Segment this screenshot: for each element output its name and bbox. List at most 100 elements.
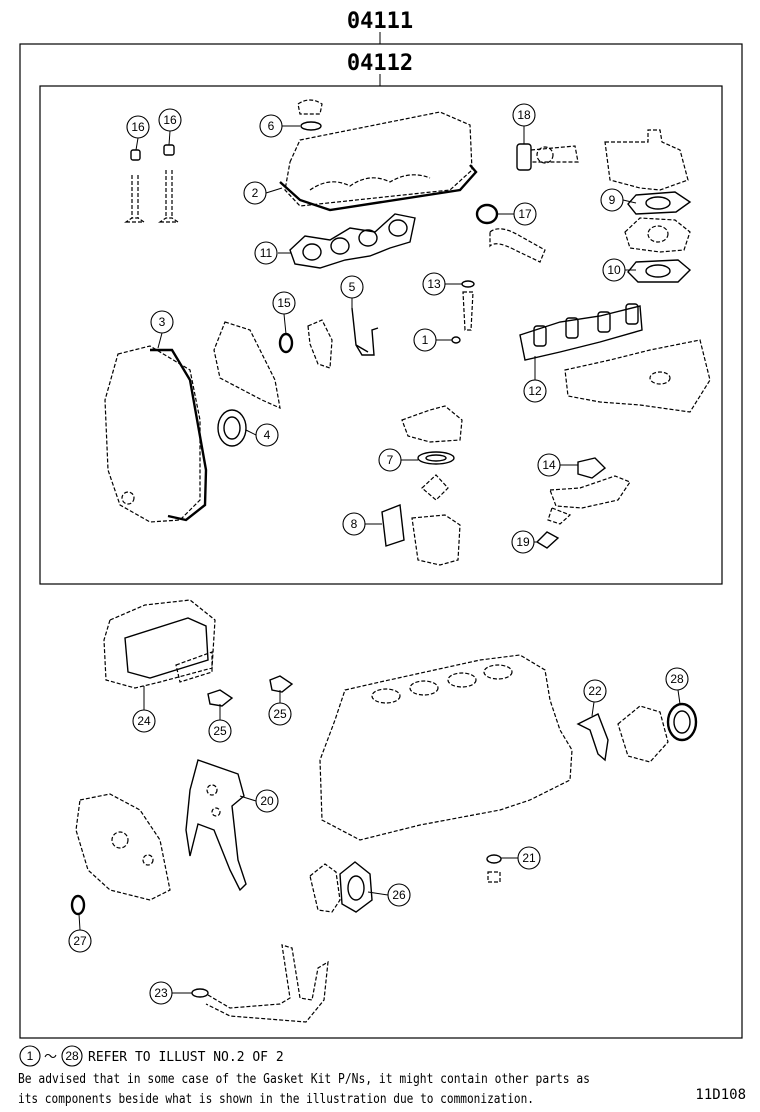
- refer-note: REFER TO ILLUST NO.2 OF 2: [88, 1050, 284, 1065]
- callout-27: 27: [68, 929, 92, 953]
- svg-text:19: 19: [516, 535, 530, 549]
- injector-part: [451, 280, 475, 344]
- camshaft-seal-part: [70, 894, 86, 916]
- cylinder-block-part: [319, 654, 573, 841]
- callout-23: 23: [149, 981, 173, 1005]
- timing-case-gasket-part: [185, 759, 247, 892]
- svg-text:28: 28: [670, 672, 684, 686]
- callout-14: 14: [537, 453, 561, 477]
- callout-20: 20: [255, 789, 279, 813]
- oil-filler-cap-part: [297, 99, 323, 131]
- callout-18: 18: [512, 103, 536, 127]
- callout-26: 26: [387, 883, 411, 907]
- callout-3: 3: [150, 310, 174, 334]
- svg-text:9: 9: [609, 193, 616, 207]
- rear-oil-seal-retainer-part: [576, 702, 698, 763]
- callout-17: 17: [513, 202, 537, 226]
- thermostat-housing-part: [381, 504, 461, 566]
- oil-strainer-pipe-part: [191, 944, 329, 1023]
- water-pump-part: [401, 405, 463, 501]
- svg-text:18: 18: [517, 108, 531, 122]
- footer-note: 1 ～ 28 REFER TO ILLUST NO.2 OF 2 Be advi…: [18, 1045, 746, 1107]
- drain-plug-part: [486, 854, 502, 883]
- callout-28: 28: [665, 667, 689, 691]
- advisory-line-1: Be advised that in some case of the Gask…: [18, 1072, 590, 1087]
- callout-22: 22: [583, 679, 607, 703]
- callout-25b: 25: [268, 702, 292, 726]
- timing-cover-plate-part: [213, 319, 333, 410]
- svg-text:23: 23: [154, 986, 168, 1000]
- svg-text:16: 16: [131, 120, 145, 134]
- egr-pipe-part: [516, 143, 579, 171]
- callout-15: 15: [272, 291, 296, 315]
- callout-5: 5: [340, 275, 364, 299]
- water-outlet-housing-part: [604, 129, 689, 191]
- svg-text:12: 12: [528, 384, 542, 398]
- outer-kit-frame: [19, 43, 743, 1039]
- range-start-bubble: [19, 1045, 41, 1067]
- range-separator: ～: [44, 1050, 57, 1065]
- svg-text:1: 1: [422, 333, 429, 347]
- svg-text:7: 7: [387, 453, 394, 467]
- svg-text:25: 25: [273, 707, 287, 721]
- callout-7: 7: [378, 448, 402, 472]
- range-end: 28: [65, 1049, 79, 1063]
- svg-text:10: 10: [607, 263, 621, 277]
- svg-text:21: 21: [522, 851, 536, 865]
- callout-10: 10: [602, 258, 626, 282]
- svg-text:14: 14: [542, 458, 556, 472]
- valve-stem-seal-part: [124, 144, 180, 223]
- water-pipe-part: [535, 457, 631, 549]
- svg-text:16: 16: [163, 113, 177, 127]
- svg-text:8: 8: [351, 517, 358, 531]
- svg-text:26: 26: [392, 888, 406, 902]
- svg-text:20: 20: [260, 794, 274, 808]
- inner-kit-frame: [39, 85, 723, 585]
- timing-case-part: [75, 793, 171, 901]
- callout-4: 4: [255, 423, 279, 447]
- outer-kit-code: 04111: [347, 9, 413, 34]
- crank-front-seal-part: [217, 409, 247, 447]
- callout-leaders: [78, 125, 681, 994]
- range-end-bubble: [61, 1045, 83, 1067]
- svg-text:25: 25: [213, 724, 227, 738]
- callout-25a: 25: [208, 719, 232, 743]
- svg-text:27: 27: [73, 934, 87, 948]
- timing-cover-gasket-part: [104, 345, 208, 523]
- range-start: 1: [27, 1049, 34, 1063]
- svg-text:22: 22: [588, 684, 602, 698]
- exhaust-manifold-gasket-part: [289, 213, 416, 269]
- oil-pan-gasket-part: [103, 599, 216, 689]
- callout-6: 6: [259, 114, 283, 138]
- svg-text:15: 15: [277, 296, 291, 310]
- intake-manifold-part: [564, 339, 711, 413]
- svg-text:6: 6: [268, 119, 275, 133]
- svg-text:17: 17: [518, 207, 532, 221]
- outlet-gasket-part: [627, 191, 692, 215]
- head-cover-gasket-part: [279, 111, 478, 212]
- callout-16a: 16: [126, 115, 150, 139]
- svg-text:11: 11: [260, 246, 273, 260]
- inner-kit-code: 04112: [347, 51, 413, 76]
- figure-id: 11D108: [695, 1087, 746, 1103]
- callout-9: 9: [600, 188, 624, 212]
- callout-12: 12: [523, 379, 547, 403]
- svg-text:5: 5: [349, 280, 356, 294]
- svg-text:3: 3: [159, 315, 166, 329]
- callout-24: 24: [132, 709, 156, 733]
- callout-11: 11: [254, 241, 278, 265]
- svg-text:4: 4: [264, 428, 271, 442]
- svg-text:13: 13: [427, 277, 441, 291]
- callout-16b: 16: [158, 108, 182, 132]
- svg-text:24: 24: [137, 714, 151, 728]
- advisory-line-2: its components beside what is shown in t…: [18, 1092, 534, 1107]
- callout-13: 13: [422, 272, 446, 296]
- water-pump-gasket-part: [309, 861, 373, 913]
- callout-bubbles: 16 16 6 2 18 17 9 11 13 10 5 15 1 3 12 4…: [68, 103, 689, 1005]
- callout-8: 8: [342, 512, 366, 536]
- callout-1: 1: [413, 328, 437, 352]
- inlet-gasket-part: [627, 259, 692, 283]
- callout-21: 21: [517, 846, 541, 870]
- flange-gasket-part: [207, 675, 294, 707]
- water-inlet-housing-part: [624, 217, 691, 253]
